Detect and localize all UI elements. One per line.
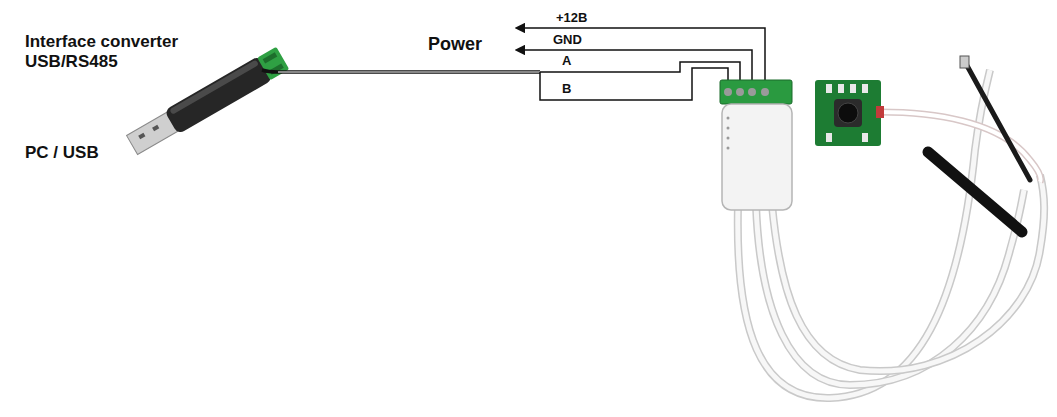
board-pin	[850, 84, 856, 93]
device-title: Interface converter USB/RS485	[25, 32, 215, 73]
board-pin	[826, 133, 832, 142]
signal-name: GND	[553, 32, 582, 48]
module-pin	[727, 117, 730, 120]
host-label: PC / USB	[25, 143, 99, 163]
rs485-cable	[262, 70, 540, 72]
sensor-cable	[772, 175, 1044, 371]
label-slot: A	[562, 53, 571, 69]
sensor-port	[838, 103, 858, 123]
label-slot: PC / USB	[25, 143, 99, 163]
label-slot: Interface converter USB/RS485	[25, 32, 215, 73]
heat-shrink-tube	[928, 152, 1022, 232]
terminal-screw	[736, 88, 744, 96]
probe	[965, 62, 1030, 180]
board-pin	[838, 84, 844, 93]
probe-tip	[960, 56, 969, 68]
power-label: Power	[428, 34, 482, 56]
sensor-board	[815, 80, 881, 146]
sensor-module	[722, 104, 792, 210]
sensor-cable-core	[756, 190, 1024, 385]
label-slot: B	[562, 81, 571, 97]
signal-name: A	[562, 53, 571, 69]
converter-terminal	[257, 47, 289, 81]
usb-hole	[152, 125, 159, 131]
module-pin	[727, 127, 730, 130]
board-pin	[862, 84, 868, 93]
terminal-block	[720, 80, 792, 104]
board-pin	[826, 84, 832, 93]
module-pin	[727, 137, 730, 140]
power-wire	[524, 28, 765, 82]
label-slot: GND	[553, 32, 582, 48]
rs485-cable-gap	[278, 72, 540, 73]
signal-name: +12B	[556, 10, 587, 26]
sensor-chip	[834, 99, 862, 127]
terminal-screw	[748, 88, 756, 96]
signal-name: B	[562, 81, 571, 97]
b-wire	[540, 68, 728, 100]
board-cable-core	[880, 112, 1041, 182]
module-pin	[727, 147, 730, 150]
label-slot: +12B	[556, 10, 587, 26]
terminal-screw	[761, 88, 769, 96]
gnd-wire	[524, 50, 752, 82]
terminal-screw	[724, 88, 732, 96]
converter-body	[164, 55, 273, 134]
sensor-cable-core	[772, 175, 1044, 371]
usb-converter	[125, 46, 290, 157]
cable-connector	[876, 106, 884, 118]
sensor-cable	[756, 190, 1024, 385]
board-cable	[880, 112, 1041, 182]
board-pin	[862, 133, 868, 142]
converter-highlight	[169, 60, 259, 115]
terminal-screw	[263, 52, 278, 63]
label-slot: Power	[428, 34, 482, 56]
usb-hole	[138, 133, 145, 139]
